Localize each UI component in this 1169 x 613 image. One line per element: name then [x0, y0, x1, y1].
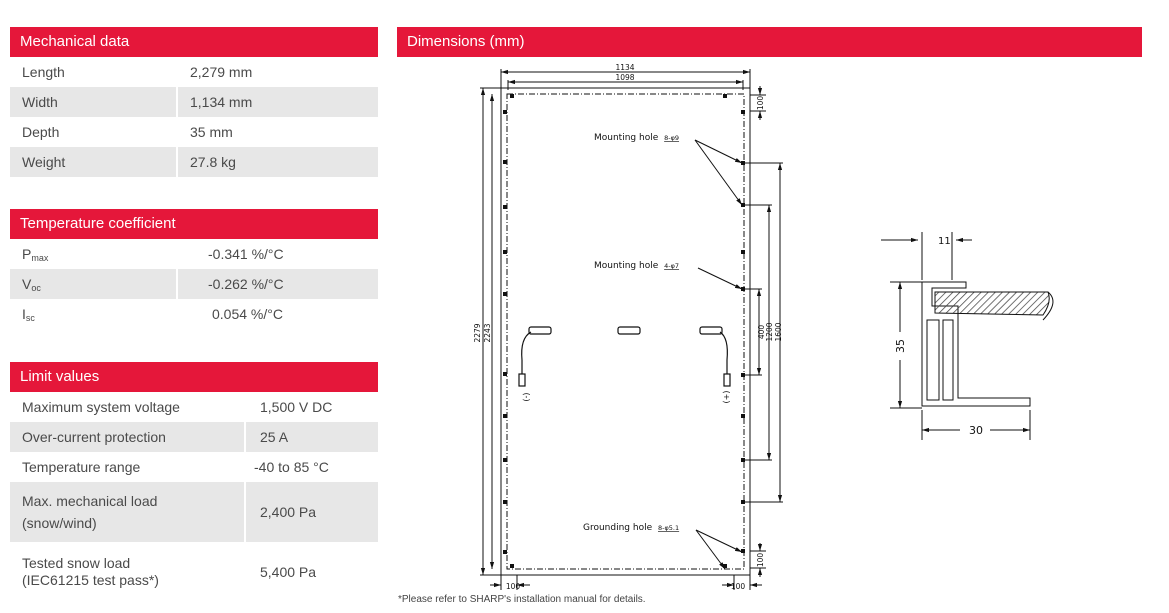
row-label: Pmax	[10, 239, 177, 269]
table-row: Voc -0.262 %/°C	[10, 269, 378, 299]
label-height-inner: 2243	[483, 323, 492, 342]
table-row: Length 2,279 mm	[10, 57, 378, 87]
row-label: Over-current protection	[10, 422, 245, 452]
table-row: Tested snow load(IEC61215 test pass*) 5,…	[10, 542, 378, 602]
row-label: Length	[22, 64, 65, 80]
limit-values-table: Maximum system voltage 1,500 V DC Over-c…	[10, 392, 378, 602]
row-label: Isc	[10, 299, 177, 329]
row-value: 35 mm	[176, 117, 378, 147]
label-1600: 1600	[774, 322, 783, 341]
row-value: 5,400 Pa	[244, 542, 378, 602]
symbol-main: P	[22, 245, 32, 262]
connector-minus	[518, 373, 526, 387]
junction-box-center	[617, 326, 641, 335]
table-row: Isc 0.054 %/°C	[10, 299, 378, 329]
label-frame-height: 35	[894, 339, 907, 353]
label-height-outer: 2279	[473, 323, 482, 342]
label-bottom-right-100: 100	[756, 553, 765, 568]
label-mounting-hole-4: Mounting hole 4-φ7	[594, 261, 679, 271]
mechanical-data-table: Length 2,279 mm Width 1,134 mm Depth 35 …	[10, 57, 378, 177]
row-value: -0.262 %/°C	[176, 269, 378, 299]
label-400: 400	[757, 325, 766, 340]
table-row: Pmax -0.341 %/°C	[10, 239, 378, 269]
label-bottom-right-100-h: 100	[731, 582, 746, 591]
table-row: Max. mechanical load (snow/wind) 2,400 Pa	[10, 482, 378, 542]
row-label: Maximum system voltage	[22, 399, 180, 415]
temperature-coefficient-section: Temperature coefficient Pmax -0.341 %/°C…	[10, 209, 378, 329]
label-width-outer: 1134	[615, 63, 634, 72]
mechanical-data-header: Mechanical data	[10, 27, 378, 57]
row-value: -0.341 %/°C	[176, 239, 378, 269]
mounting-hole-4-spec: 4-φ7	[664, 262, 679, 270]
row-value: 25 A	[244, 422, 378, 452]
label-minus: (-)	[522, 392, 531, 401]
row-label: Weight	[10, 147, 177, 177]
row-label: Voc	[10, 269, 177, 299]
label-bottom-left-100: 100	[506, 582, 521, 591]
label-frame-top: 11	[938, 236, 951, 247]
grounding-hole-spec: 8-φ5.1	[658, 524, 679, 532]
label-line: Tested snow load	[22, 555, 131, 571]
mounting-hole-8-text: Mounting hole	[594, 133, 659, 143]
row-value: -40 to 85 °C	[244, 452, 378, 482]
label-1200: 1200	[765, 322, 774, 341]
limit-values-header: Limit values	[10, 362, 378, 392]
symbol-subscript: oc	[31, 282, 41, 293]
symbol-main: V	[22, 275, 32, 292]
junction-box-plus	[699, 326, 723, 335]
label-grounding-hole: Grounding hole 8-φ5.1	[583, 523, 679, 533]
row-label: Width	[10, 87, 177, 117]
junction-box-minus	[528, 326, 552, 335]
row-label: Depth	[22, 124, 60, 140]
footnote: *Please refer to SHARP's installation ma…	[398, 594, 646, 605]
row-value: 1,500 V DC	[244, 392, 378, 422]
limit-values-section: Limit values Maximum system voltage 1,50…	[10, 362, 378, 602]
table-row: Width 1,134 mm	[10, 87, 378, 117]
row-value: 27.8 kg	[176, 147, 378, 177]
table-row: Temperature range -40 to 85 °C	[10, 452, 378, 482]
dimensions-section: Dimensions (mm)	[397, 27, 1142, 57]
grounding-hole-text: Grounding hole	[583, 523, 653, 533]
label-width-inner: 1098	[615, 73, 634, 82]
row-label: Tested snow load(IEC61215 test pass*)	[10, 542, 245, 602]
table-row: Depth 35 mm	[10, 117, 378, 147]
mounting-hole-4-text: Mounting hole	[594, 261, 659, 271]
table-row: Maximum system voltage 1,500 V DC	[10, 392, 378, 422]
temperature-coefficient-header: Temperature coefficient	[10, 209, 378, 239]
mounting-hole-8-spec: 8-φ9	[664, 134, 679, 142]
table-row: Over-current protection 25 A	[10, 422, 378, 452]
row-value: 2,400 Pa	[244, 482, 378, 542]
label-top-right-100: 100	[756, 96, 765, 111]
label-line: Max. mechanical load	[22, 493, 158, 509]
dimensions-header: Dimensions (mm)	[397, 27, 1142, 57]
symbol-main: I	[22, 305, 26, 322]
row-value: 1,134 mm	[176, 87, 378, 117]
mechanical-data-section: Mechanical data Length 2,279 mm Width 1,…	[10, 27, 378, 177]
row-value: 0.054 %/°C	[176, 299, 378, 329]
symbol-subscript: sc	[25, 312, 35, 323]
label-line: (snow/wind)	[22, 515, 97, 531]
label-plus: (+)	[722, 391, 731, 404]
label-mounting-hole-8: Mounting hole 8-φ9	[594, 133, 679, 143]
label-line: (IEC61215 test pass*)	[22, 572, 159, 588]
label-frame-bottom: 30	[969, 424, 983, 437]
panel-inner-outline	[506, 93, 745, 570]
temperature-coefficient-table: Pmax -0.341 %/°C Voc -0.262 %/°C Isc 0.0…	[10, 239, 378, 329]
row-value: 2,279 mm	[176, 57, 378, 87]
panel-outline	[500, 87, 751, 576]
symbol-subscript: max	[31, 252, 49, 263]
connector-plus	[723, 373, 731, 387]
row-label: Max. mechanical load (snow/wind)	[10, 482, 245, 542]
table-row: Weight 27.8 kg	[10, 147, 378, 177]
row-label: Temperature range	[22, 459, 141, 475]
